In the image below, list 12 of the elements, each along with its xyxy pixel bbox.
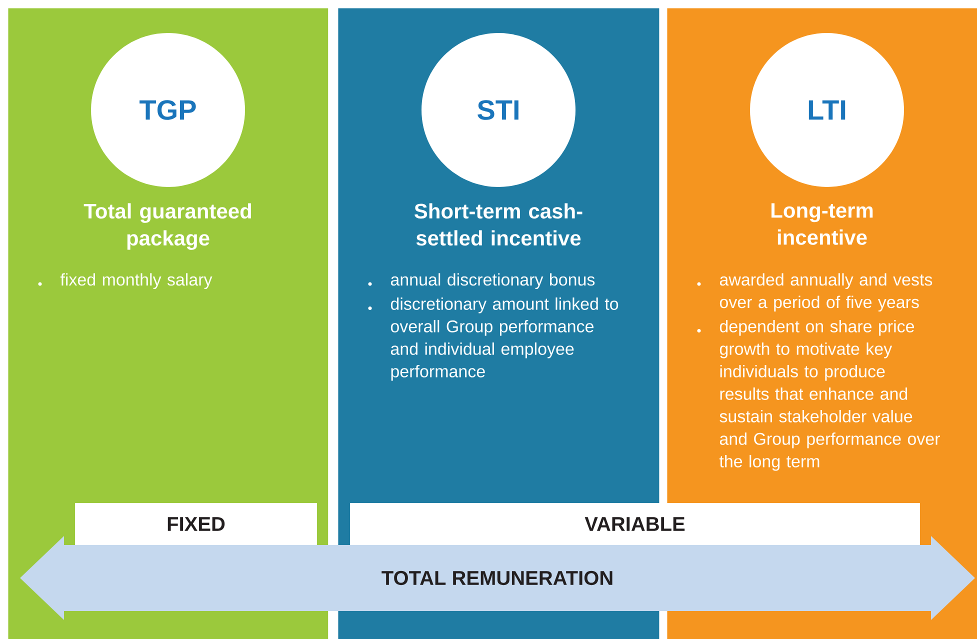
- bullet-item: fixed monthly salary: [38, 273, 212, 290]
- bullet-item: dependent on share price growth to motivate key individuals to produce results that enhance and sustain stakeholder value and Group performance over the long term: [697, 320, 940, 471]
- heading: Total guaranteed package: [84, 203, 252, 250]
- bullet-item: discretionary amount linked to overall Group performance and individual employee performance: [368, 297, 618, 381]
- heading: Short-term cash-settled incentive: [414, 203, 582, 246]
- label-box: FIXED: [75, 503, 317, 545]
- circle-badge: TGP: [91, 33, 245, 187]
- circle-badge: STI: [422, 33, 576, 187]
- circle-badge: LTI: [750, 33, 904, 187]
- heading: Long-term incentive: [772, 203, 873, 245]
- label-box: VARIABLE: [350, 503, 920, 545]
- bullet-item: annual discretionary bonus: [368, 273, 595, 290]
